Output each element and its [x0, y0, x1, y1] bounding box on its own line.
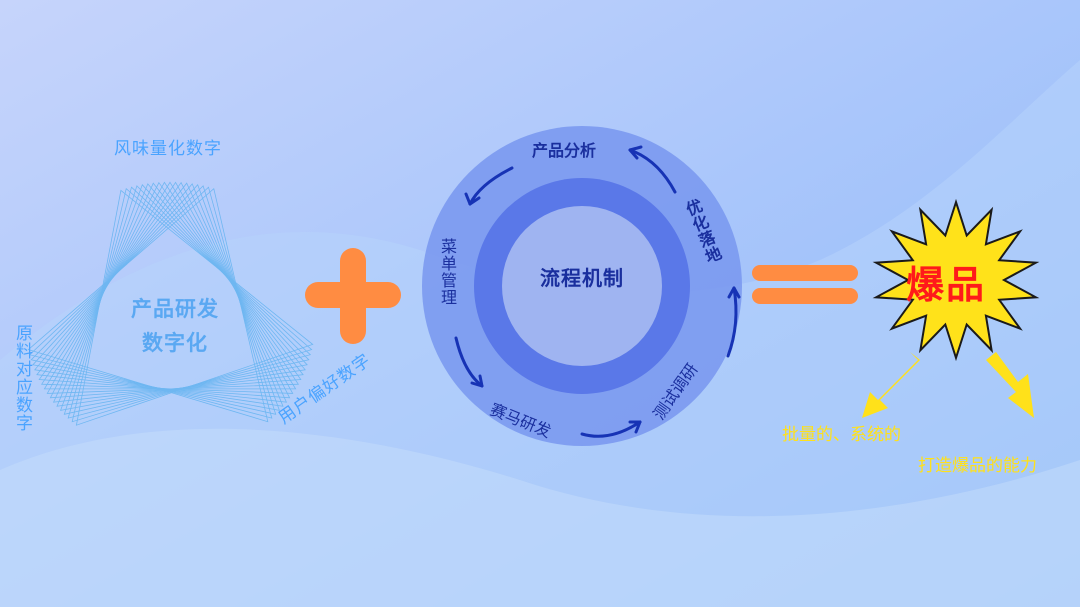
ring-left-label: 菜单管理 — [438, 238, 457, 306]
result-arrows — [862, 352, 1034, 418]
triangle-line — [40, 181, 294, 394]
result-label: 爆品 — [906, 263, 987, 307]
right-arrow-icon — [986, 352, 1034, 418]
result-caption-2: 打造爆品的能力 — [918, 456, 1037, 476]
triangle-title-line1: 产品研发 — [131, 297, 219, 321]
starburst-icon — [872, 198, 1040, 362]
equals-icon-bottom — [752, 288, 858, 304]
ring-top-label: 产品分析 — [532, 141, 597, 160]
triangle-title-line2: 数字化 — [142, 331, 208, 355]
triangle-top-label: 风味量化数字 — [114, 139, 222, 159]
triangle-line — [27, 187, 269, 423]
ring-center-label: 流程机制 — [540, 266, 624, 290]
result-caption-1: 批量的、系统的 — [782, 425, 901, 445]
left-arrow-icon — [862, 352, 920, 418]
triangle-line — [46, 181, 300, 394]
equals-icon-top — [752, 265, 858, 281]
triangle-left-label: 原料对应数字 — [12, 324, 32, 432]
process-ring — [422, 126, 742, 446]
plus-icon-vertical — [340, 248, 366, 344]
triangle-title: 产品研发 数字化 — [112, 292, 238, 360]
